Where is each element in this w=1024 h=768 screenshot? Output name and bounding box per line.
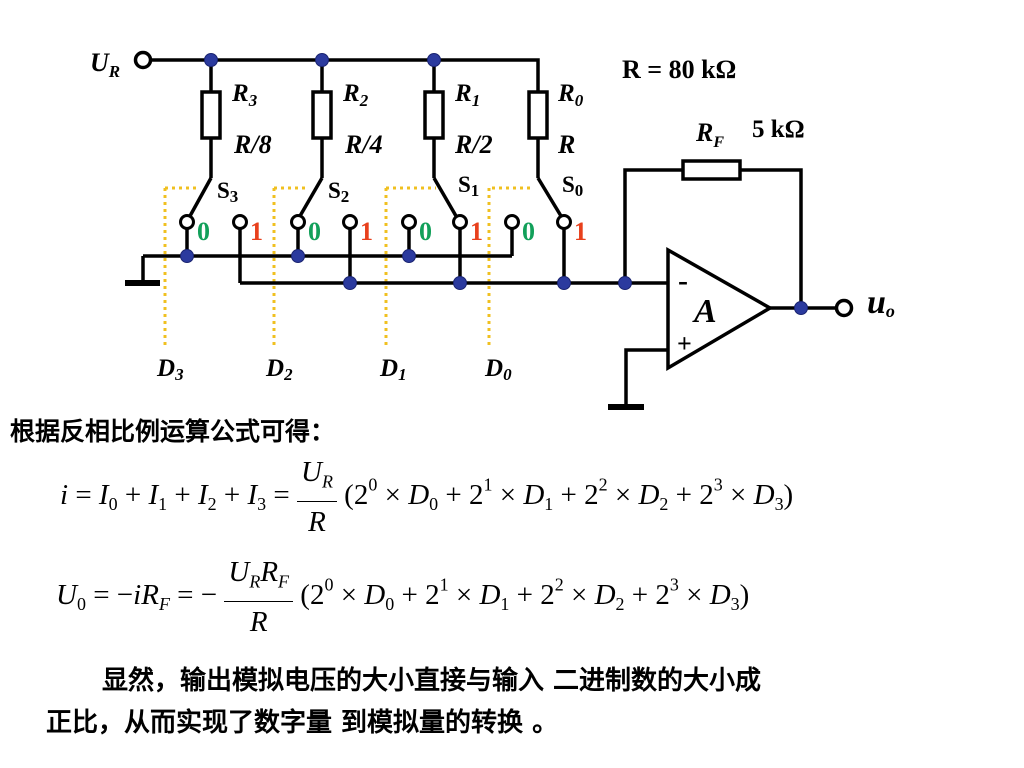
input-label: UR <box>90 48 120 81</box>
r-value-label: R = 80 kΩ <box>622 55 736 84</box>
svg-text:R/4: R/4 <box>344 130 383 159</box>
svg-text:S2: S2 <box>328 178 349 206</box>
svg-text:1: 1 <box>470 217 483 246</box>
svg-text:0: 0 <box>419 217 432 246</box>
svg-text:R/2: R/2 <box>454 130 493 159</box>
intro-text: 根据反相比例运算公式可得： <box>10 417 336 446</box>
resistor-r3 <box>200 90 222 140</box>
resistor-r0 <box>527 90 549 140</box>
bit-labels: D3 D2 D1 D0 <box>156 355 512 384</box>
svg-text:D2: D2 <box>265 355 293 384</box>
resistor-rf <box>681 159 742 181</box>
svg-text:R2: R2 <box>342 80 369 110</box>
output-label: uo <box>867 284 895 321</box>
switch-labels: S3 S2 S1 S0 <box>217 172 583 206</box>
feedback-path <box>623 168 803 308</box>
svg-text:1: 1 <box>250 217 263 246</box>
switch-blade-s1 <box>432 177 458 217</box>
svg-text:0: 0 <box>197 217 210 246</box>
opamp-minus-label: - <box>678 264 688 297</box>
switch-blade-s2 <box>298 177 324 217</box>
switch-blade-s0 <box>536 177 563 217</box>
input-terminal <box>133 50 153 70</box>
svg-text:R0: R0 <box>557 80 584 110</box>
resistor-value-labels: R/8 R/4 R/2 R <box>233 130 575 159</box>
conclusion-line-1: 显然，输出模拟电压的大小直接与输入 二进制数的大小成 <box>102 666 762 696</box>
svg-text:1: 1 <box>360 217 373 246</box>
svg-text:R1: R1 <box>454 80 480 110</box>
opamp-plus-label: + <box>677 329 692 358</box>
svg-text:R/8: R/8 <box>233 130 272 159</box>
ground-symbol <box>125 280 644 410</box>
resistor-r1 <box>423 90 445 140</box>
svg-text:D3: D3 <box>156 355 184 384</box>
svg-text:0: 0 <box>308 217 321 246</box>
resistor-bodies <box>200 90 742 181</box>
switch-contacts <box>179 214 572 230</box>
svg-text:S0: S0 <box>562 172 583 200</box>
dotted-guides <box>163 186 534 345</box>
reference-bus <box>150 58 540 92</box>
svg-text:1: 1 <box>574 217 587 246</box>
switch-blade-s3 <box>188 177 213 217</box>
svg-text:D1: D1 <box>379 355 407 384</box>
op-amp-triangle <box>666 246 774 372</box>
junction-nodes <box>180 53 808 315</box>
svg-text:S3: S3 <box>217 178 238 206</box>
output-terminal <box>834 298 854 318</box>
rf-value-label: 5 kΩ <box>752 116 805 143</box>
opamp-label: A <box>692 293 717 330</box>
svg-text:S1: S1 <box>458 172 479 200</box>
resistor-name-labels: R3 R2 R1 R0 <box>231 80 584 110</box>
svg-text:D0: D0 <box>484 355 512 384</box>
svg-text:0: 0 <box>522 217 535 246</box>
conclusion-line-2: 正比，从而实现了数字量 到模拟量的转换 。 <box>46 708 559 738</box>
contact-zero-labels: 0 0 0 0 <box>197 217 535 246</box>
dac-circuit-diagram: UR R3 R2 R1 R0 R/8 R/4 R/2 R S3 S2 S1 S0… <box>90 48 895 410</box>
contact-one-labels: 1 1 1 1 <box>250 217 587 246</box>
svg-text:R: R <box>557 130 575 159</box>
resistor-r2 <box>311 90 333 140</box>
svg-text:R3: R3 <box>231 80 258 110</box>
rf-name-label: RF <box>695 118 724 151</box>
